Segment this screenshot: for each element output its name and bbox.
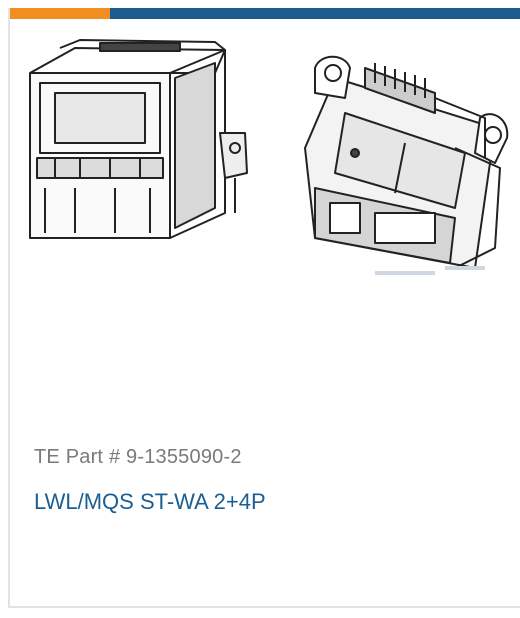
accent-bar-blue <box>110 8 520 19</box>
product-name-link[interactable]: LWL/MQS ST-WA 2+4P <box>34 489 266 514</box>
card-accent-bar <box>10 8 520 19</box>
part-number: TE Part # 9-1355090-2 <box>34 446 242 468</box>
product-card[interactable]: TE Part # 9-1355090-2 LWL/MQS ST-WA 2+4P <box>8 8 520 608</box>
product-image[interactable] <box>15 38 520 288</box>
accent-bar-orange <box>10 8 110 19</box>
connector-right-drawing <box>304 55 509 269</box>
connector-left-drawing <box>29 39 248 239</box>
